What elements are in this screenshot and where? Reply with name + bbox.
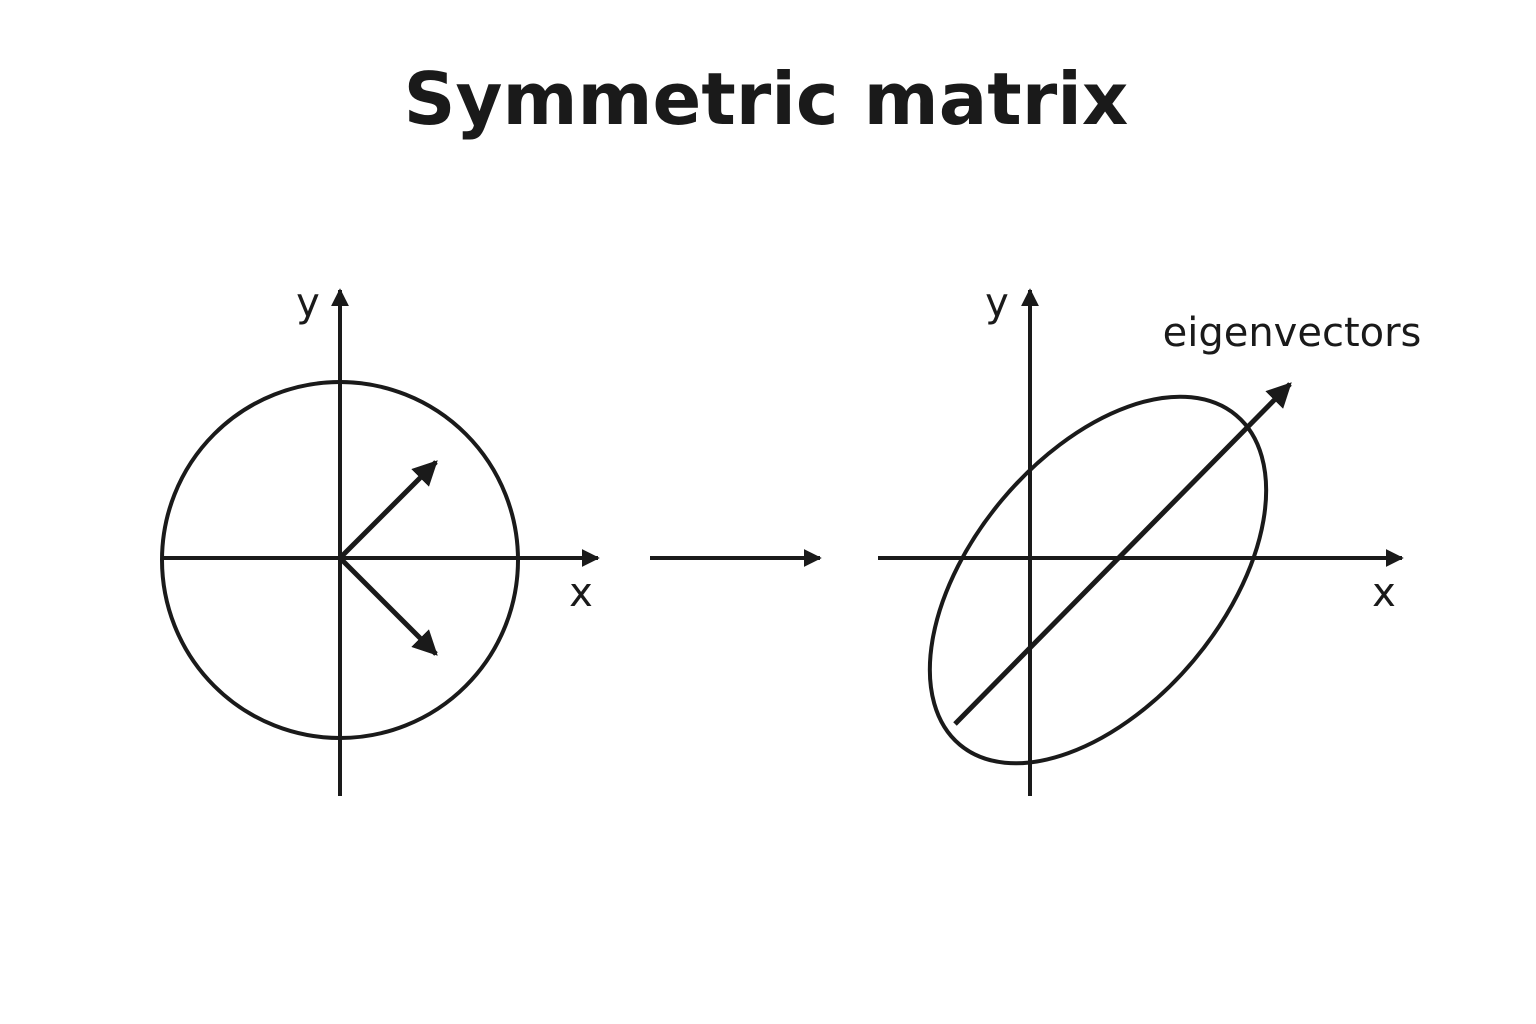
right-panel [878,288,1404,796]
eigenvector-arrow [953,382,1292,726]
left-y-axis-label: y [296,280,320,326]
right-y-axis-label: y [985,280,1009,326]
diagram-title: Symmetric matrix [404,57,1129,141]
right-x-axis-label: x [1372,570,1396,616]
transformed-ellipse [927,394,1269,766]
left-vector-upper [338,460,438,560]
eigenvectors-label: eigenvectors [1163,310,1422,356]
left-vector-lower [338,556,438,656]
left-panel [160,288,600,796]
left-x-axis-label: x [569,570,593,616]
